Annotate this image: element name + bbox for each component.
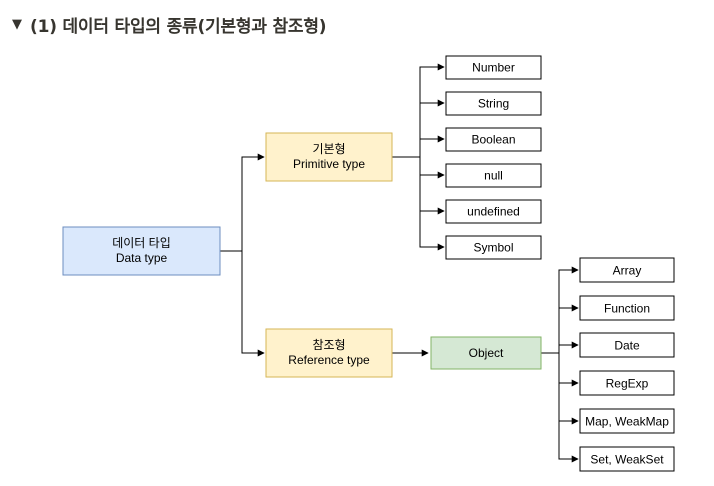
- node-number: Number: [445, 55, 542, 80]
- node-boolean: Boolean: [445, 127, 542, 152]
- node-date: Date: [579, 332, 675, 358]
- node-regexp-label: RegExp: [606, 377, 649, 391]
- edge-primitive-number: [392, 63, 445, 158]
- edge-root-primitive: [220, 153, 265, 252]
- node-null: null: [445, 163, 542, 188]
- node-object: Object: [430, 336, 542, 370]
- node-number-label: Number: [472, 61, 515, 75]
- edge-primitive-null: [419, 157, 445, 179]
- node-data-type-box: [62, 226, 221, 276]
- node-undefined: undefined: [445, 199, 542, 224]
- object-type-list: Array Function Date RegExp Map, WeakMap …: [579, 257, 675, 472]
- node-reference-type-label-ko: 참조형: [312, 338, 345, 352]
- node-null-label: null: [484, 169, 503, 183]
- edge-primitive-undefined: [419, 175, 445, 215]
- node-function-label: Function: [604, 302, 650, 316]
- node-primitive-type-box: [265, 132, 393, 182]
- node-function: Function: [579, 295, 675, 321]
- page-title: (1) 데이터 타입의 종류(기본형과 참조형): [30, 16, 327, 37]
- node-undefined-label: undefined: [467, 205, 520, 219]
- node-object-label: Object: [469, 346, 504, 360]
- node-boolean-label: Boolean: [471, 133, 515, 147]
- node-array: Array: [579, 257, 675, 283]
- connectors: [220, 63, 579, 463]
- edge-object-regexp: [558, 353, 579, 387]
- node-set-weakset: Set, WeakSet: [579, 446, 675, 472]
- node-primitive-type: 기본형 Primitive type: [265, 132, 393, 182]
- node-primitive-type-label-en: Primitive type: [293, 157, 365, 171]
- node-data-type-label-en: Data type: [116, 251, 168, 265]
- node-map-weakmap-label: Map, WeakMap: [585, 415, 669, 429]
- node-data-type: 데이터 타입 Data type: [62, 226, 221, 276]
- node-array-label: Array: [613, 264, 642, 278]
- node-reference-type-label-en: Reference type: [288, 353, 370, 367]
- primitive-type-list: Number String Boolean null undefined Sym…: [445, 55, 542, 260]
- node-primitive-type-label-ko: 기본형: [312, 142, 345, 156]
- edge-primitive-symbol: [419, 211, 445, 251]
- node-data-type-label-ko: 데이터 타입: [112, 236, 171, 250]
- edge-object-set: [558, 421, 579, 463]
- node-map-weakmap: Map, WeakMap: [579, 408, 675, 434]
- node-symbol: Symbol: [445, 235, 542, 260]
- node-reference-type: 참조형 Reference type: [265, 328, 393, 378]
- node-string-label: String: [478, 97, 509, 111]
- node-symbol-label: Symbol: [473, 241, 513, 255]
- node-date-label: Date: [614, 339, 640, 353]
- triangle-down-icon[interactable]: ▼: [12, 16, 22, 32]
- node-object-box: [430, 336, 542, 370]
- node-string: String: [445, 91, 542, 116]
- node-reference-type-box: [265, 328, 393, 378]
- edge-root-reference: [241, 251, 265, 357]
- toggle-heading[interactable]: ▼ (1) 데이터 타입의 종류(기본형과 참조형): [12, 10, 327, 38]
- edge-object-array: [541, 266, 579, 354]
- node-regexp: RegExp: [579, 370, 675, 396]
- node-set-weakset-label: Set, WeakSet: [590, 453, 664, 467]
- edge-object-date: [558, 341, 579, 353]
- edge-object-map: [558, 383, 579, 425]
